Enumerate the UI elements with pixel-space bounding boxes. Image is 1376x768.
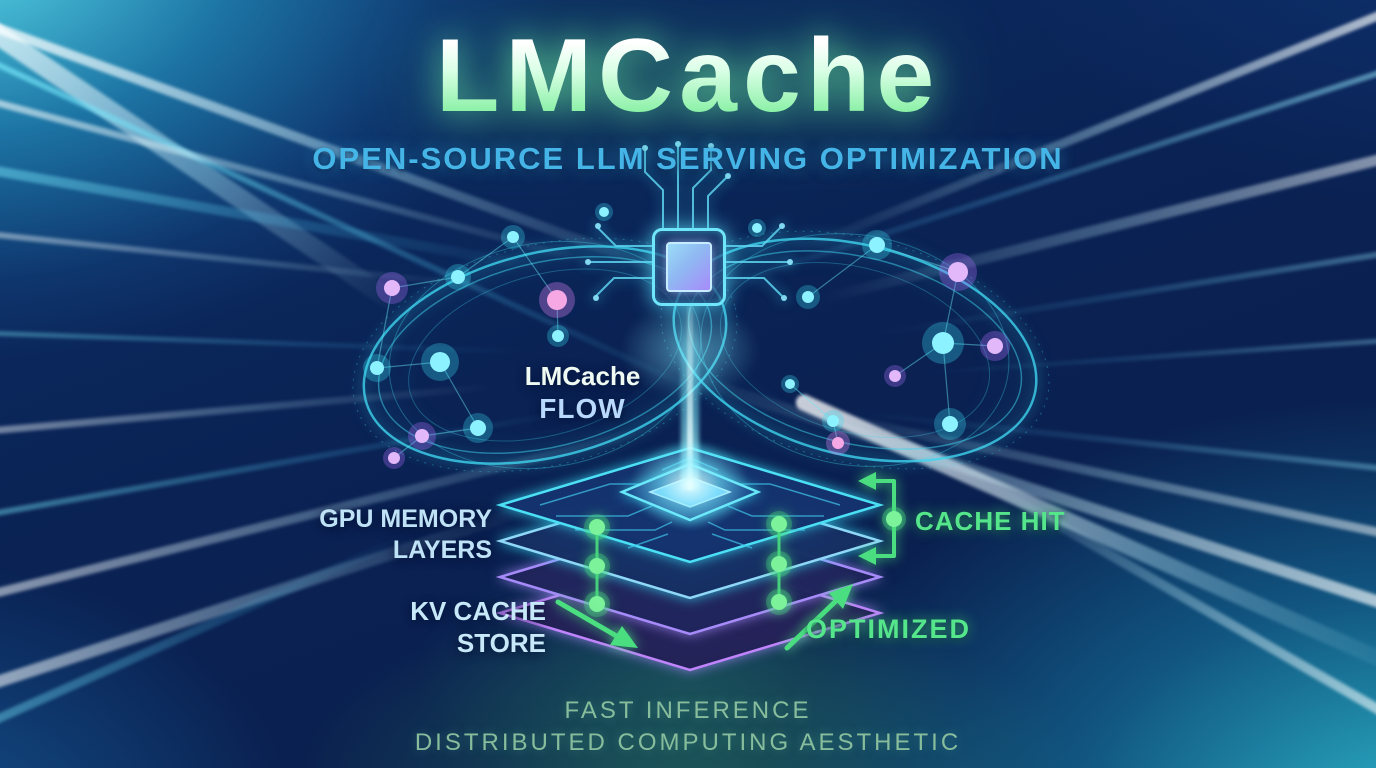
network-links [376, 236, 996, 459]
gpu-memory-label-line2: LAYERS [392, 535, 492, 564]
header: LMCache [0, 24, 1376, 128]
kv-cache-label-line1: KV CACHE [410, 596, 546, 626]
kv-cache-label-line2: STORE [456, 627, 546, 658]
node-icon [547, 325, 569, 347]
chip-circuit-traces [585, 141, 793, 301]
node-icon [781, 375, 799, 393]
node-icon [934, 408, 966, 440]
flow-label-line1: LMCache [524, 361, 641, 391]
node-icon [595, 203, 613, 221]
node-icon [363, 354, 391, 382]
cache-hit-bracket-icon [858, 472, 906, 565]
node-icon [463, 413, 493, 443]
cpu-chip-icon [652, 228, 726, 306]
cache-hit-label: CACHE HIT [915, 506, 1066, 536]
node-icon [822, 410, 844, 432]
network-nodes [363, 203, 1010, 469]
node-icon [796, 285, 820, 309]
node-icon [408, 422, 436, 450]
cache-node-column-left [584, 514, 610, 617]
node-icon [939, 253, 977, 291]
kv-store-arrow-icon [555, 599, 638, 648]
kv-cache-label: KV CACHE STORE [400, 596, 546, 659]
flow-label-line2: FLOW [539, 392, 626, 424]
node-icon [501, 225, 525, 249]
node-icon [445, 264, 471, 290]
gpu-memory-label-line1: GPU MEMORY [319, 505, 492, 533]
node-icon [980, 331, 1010, 361]
footer-line1: FAST INFERENCE [564, 697, 812, 724]
subtitle: OPEN-SOURCE LLM SERVING OPTIMIZATION [312, 141, 1064, 176]
footer-line2: DISTRIBUTED COMPUTING AESTHETIC [414, 729, 962, 756]
gpu-memory-label: GPU MEMORY LAYERS [300, 504, 492, 565]
node-icon [826, 431, 850, 455]
node-icon [376, 272, 408, 304]
node-icon [748, 219, 766, 237]
flow-label: LMCache FLOW [500, 361, 665, 425]
node-icon [421, 343, 459, 381]
data-beam-core [687, 306, 693, 490]
cache-node-column-right [766, 511, 792, 615]
node-icon [383, 447, 405, 469]
node-icon [922, 322, 964, 364]
optimized-arrow-icon [784, 584, 853, 651]
node-icon [884, 365, 906, 387]
node-icon [539, 282, 575, 318]
node-icon [862, 230, 892, 260]
footer: FAST INFERENCE DISTRIBUTED COMPUTING AES… [0, 697, 1376, 757]
beam-impact-glow [630, 440, 750, 530]
cpu-chip-core [666, 242, 712, 292]
page-title: LMCache [435, 18, 941, 134]
optimized-label: OPTIMIZED [806, 614, 971, 644]
